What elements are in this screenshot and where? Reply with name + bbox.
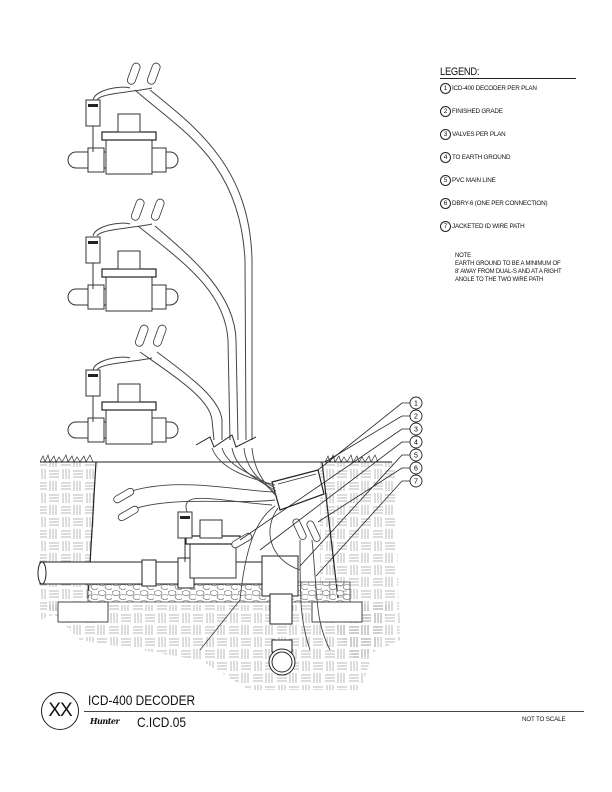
callout-leaders xyxy=(239,402,410,577)
legend-label: JACKETED ID WIRE PATH xyxy=(452,223,525,230)
legend-label: ICD-400 DECODER PER PLAN xyxy=(452,85,537,92)
valve-assembly-3 xyxy=(67,324,223,445)
callout-bubble: 2 xyxy=(409,409,423,423)
title-underline xyxy=(84,711,584,713)
legend-number-bubble: 4 xyxy=(440,152,451,163)
callout-bubble: 7 xyxy=(409,474,423,488)
callout-bubble: 3 xyxy=(409,422,423,436)
callout-circle xyxy=(409,474,423,488)
callout-bubble: 1 xyxy=(409,396,423,410)
callout-circle xyxy=(409,422,423,436)
legend-label: VALVES PER PLAN xyxy=(452,131,506,138)
brick-support-left xyxy=(57,601,109,623)
brick-support-right xyxy=(311,601,363,623)
legend-number-bubble: 3 xyxy=(440,129,451,140)
callout-circle xyxy=(409,396,423,410)
legend-number-bubble: 6 xyxy=(440,198,451,209)
icd-400-decoder xyxy=(271,469,325,511)
legend-label: DBRY-6 (ONE PER CONNECTION) xyxy=(452,200,548,207)
note-line: EARTH GROUND TO BE A MINIMUM OF xyxy=(455,261,561,267)
valve-in-box xyxy=(177,511,241,579)
callout-number: 1 xyxy=(414,401,418,408)
detail-id-bubble: XX xyxy=(41,692,79,730)
note-heading: NOTE xyxy=(455,253,471,259)
legend-number-bubble: 7 xyxy=(440,221,451,232)
callout-circle xyxy=(409,435,423,449)
legend-number-bubble: 1 xyxy=(440,83,451,94)
callout-number: 7 xyxy=(414,479,418,486)
note-block: NOTE EARTH GROUND TO BE A MINIMUM OF 8' … xyxy=(455,252,562,284)
callout-markers: 1 2 3 4 5 6 7 xyxy=(409,396,423,488)
legend-title: LEGEND: xyxy=(440,66,576,79)
legend-label: TO EARTH GROUND xyxy=(452,154,511,161)
dbry-6-connectors xyxy=(113,487,321,549)
callout-bubble: 6 xyxy=(409,461,423,475)
callout-number: 3 xyxy=(414,427,418,434)
callout-number: 6 xyxy=(414,466,418,473)
note-line: ANGLE TO THE TWO WIRE PATH xyxy=(455,277,544,283)
valve-assembly-1 xyxy=(67,62,253,441)
detail-code: C.ICD.05 xyxy=(137,714,186,730)
scale-note: NOT TO SCALE xyxy=(522,716,566,723)
callout-bubble: 4 xyxy=(409,435,423,449)
note-line: 8' AWAY FROM DUAL-S AND AT A RIGHT xyxy=(455,269,562,275)
callout-bubble: 5 xyxy=(409,448,423,462)
legend-label: PVC MAIN LINE xyxy=(452,177,496,184)
valve-assembly-2 xyxy=(67,198,239,441)
callout-circle xyxy=(409,461,423,475)
gravel-bed xyxy=(87,581,351,603)
callout-circle xyxy=(409,409,423,423)
finished-grade-grass xyxy=(39,453,379,463)
callout-number: 5 xyxy=(414,453,418,460)
detail-title: ICD-400 DECODER xyxy=(88,692,196,708)
callout-number: 2 xyxy=(414,414,418,421)
wire-bundle xyxy=(119,447,331,651)
legend-number-bubble: 2 xyxy=(440,106,451,117)
wire-break-symbol xyxy=(195,434,257,448)
callout-number: 4 xyxy=(414,440,418,447)
legend-number-bubble: 5 xyxy=(440,175,451,186)
callout-circle xyxy=(409,448,423,462)
brand-logo: Hunter xyxy=(90,716,120,726)
legend-label: FINISHED GRADE xyxy=(452,108,503,115)
